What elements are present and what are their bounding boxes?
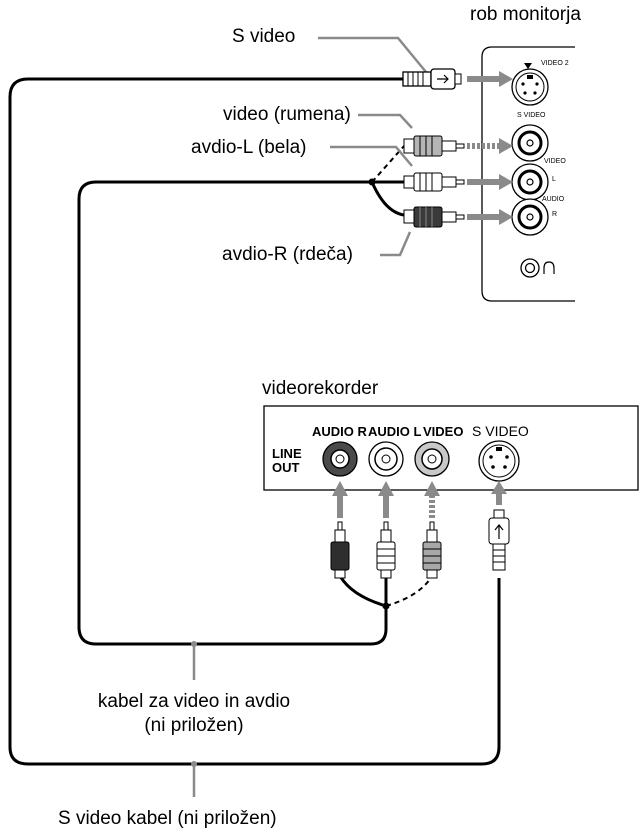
label-monitor-side: rob monitorja (470, 4, 581, 25)
monitor-panel: VIDEO 2 S VIDEO VIDEO L AUDIO R (481, 46, 575, 302)
label-video-yellow: video (rumena) (223, 104, 351, 125)
label-av-cable: kabel za video in avdio (ni priložen) (54, 690, 334, 738)
video-plug-bottom (422, 521, 442, 579)
label-audio-l-white: avdio-L (bela) (191, 137, 307, 158)
split-point-top (368, 178, 376, 186)
s-video-plug-top (402, 68, 462, 90)
label-vcr: videorekorder (262, 378, 379, 399)
label-audio-r-red: avdio-R (rdeča) (222, 244, 353, 265)
vcr-panel: LINE OUT AUDIO R AUDIO L VIDEO S VIDEO (263, 405, 639, 491)
panel-video2-label: VIDEO 2 (541, 60, 569, 67)
headphone-icon (543, 261, 555, 274)
label-s-video: S video (232, 26, 296, 47)
monitor-arrows (467, 71, 513, 225)
vcr-branch-video-dashed (385, 575, 433, 607)
label-s-video-cable: S video kabel (ni priložen) (58, 808, 277, 829)
video-plug-top (403, 135, 465, 157)
av-cable-line (77, 180, 388, 646)
vcr-audio-r-label: AUDIO R (312, 424, 368, 439)
label-av-cable-line1: kabel za video in avdio (97, 691, 291, 712)
audio-r-plug-bottom (330, 521, 350, 579)
audio-r-branch (370, 181, 405, 217)
audio-l-plug-top (403, 172, 465, 192)
vcr-arrows (332, 481, 507, 518)
panel-svideo-label: S VIDEO (517, 112, 546, 119)
panel-audio-label: AUDIO (542, 196, 565, 203)
s-video-cable-line (8, 77, 501, 766)
vcr-audio-l-label: AUDIO L (368, 424, 422, 439)
s-video-plug-bottom (488, 509, 510, 571)
panel-r-label: R (552, 211, 557, 218)
audio-l-plug-bottom (376, 521, 396, 579)
vcr-line-label: LINE (272, 446, 302, 461)
panel-video-label: VIDEO (544, 158, 566, 165)
panel-l-label: L (552, 176, 556, 183)
vcr-video-label: VIDEO (423, 424, 463, 439)
vcr-out-label: OUT (272, 460, 300, 475)
label-av-cable-line2: (ni priložen) (144, 715, 244, 736)
vcr-branch-r (338, 575, 387, 608)
audio-r-plug-top (403, 206, 465, 228)
vcr-svideo-label: S VIDEO (472, 423, 529, 439)
split-point-bottom (382, 602, 390, 610)
